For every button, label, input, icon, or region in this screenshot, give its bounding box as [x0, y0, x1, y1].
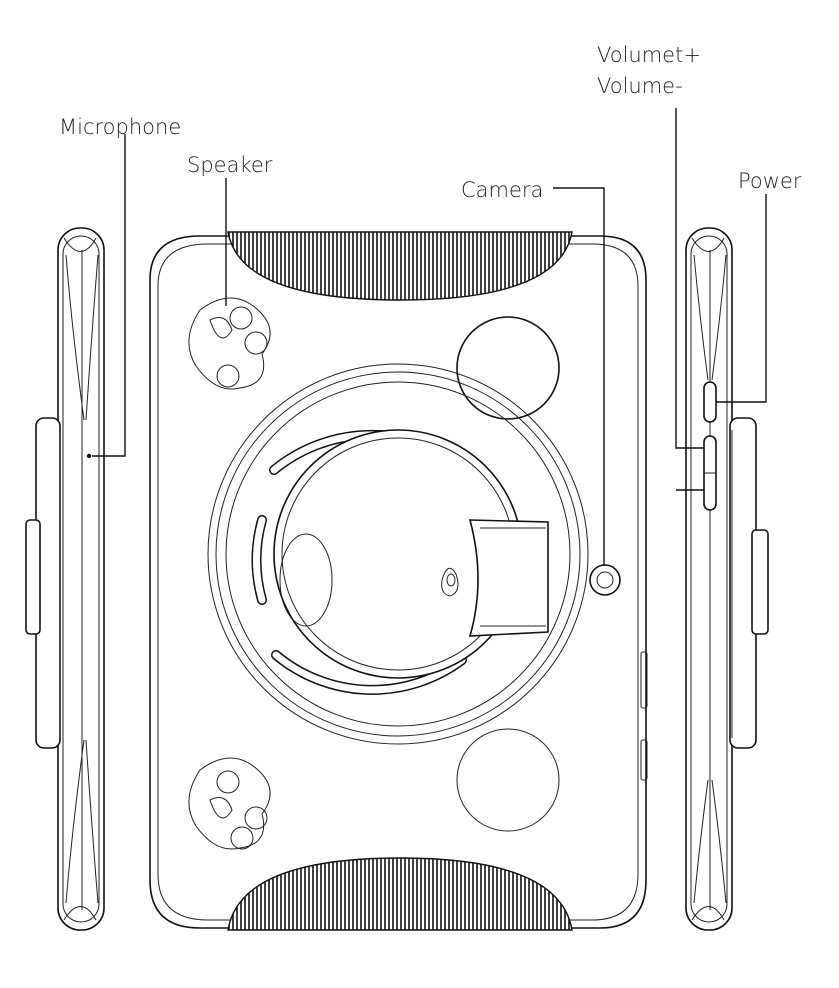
- microphone-hole: [87, 454, 91, 458]
- speaker-label: Speaker: [187, 153, 273, 177]
- left-side-view: [26, 228, 104, 930]
- camera-lens: [590, 565, 620, 595]
- top-round-button: [457, 317, 559, 419]
- volume-plus-label: Volumet+: [597, 43, 701, 67]
- power-button: [704, 382, 716, 422]
- right-side-view: [686, 228, 768, 930]
- camera-label: Camera: [461, 178, 543, 202]
- front-view: [150, 232, 647, 930]
- volume-minus-label: Volume-: [597, 74, 683, 98]
- power-label: Power: [738, 169, 802, 193]
- microphone-label: Microphone: [59, 115, 181, 139]
